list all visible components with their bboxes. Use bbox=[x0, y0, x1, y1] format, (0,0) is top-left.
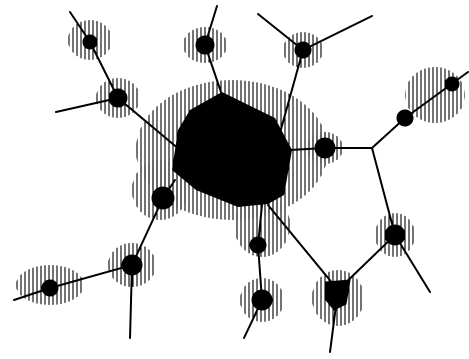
edge bbox=[303, 16, 372, 50]
node-far-left bbox=[42, 280, 58, 296]
node-far-right bbox=[397, 110, 413, 126]
node-lower-left bbox=[122, 255, 142, 275]
node-lower-left-cluster bbox=[152, 187, 174, 209]
node-top-left bbox=[83, 35, 97, 49]
node-right-lower bbox=[385, 225, 405, 245]
node-far-right-upper bbox=[445, 77, 459, 91]
node-top-center bbox=[196, 36, 214, 54]
node-left bbox=[109, 89, 127, 107]
node-right-mid bbox=[315, 138, 335, 158]
node-top-right bbox=[295, 42, 311, 58]
edge bbox=[258, 14, 303, 50]
node-lower-center bbox=[250, 237, 266, 253]
node-bottom-center bbox=[252, 290, 272, 310]
